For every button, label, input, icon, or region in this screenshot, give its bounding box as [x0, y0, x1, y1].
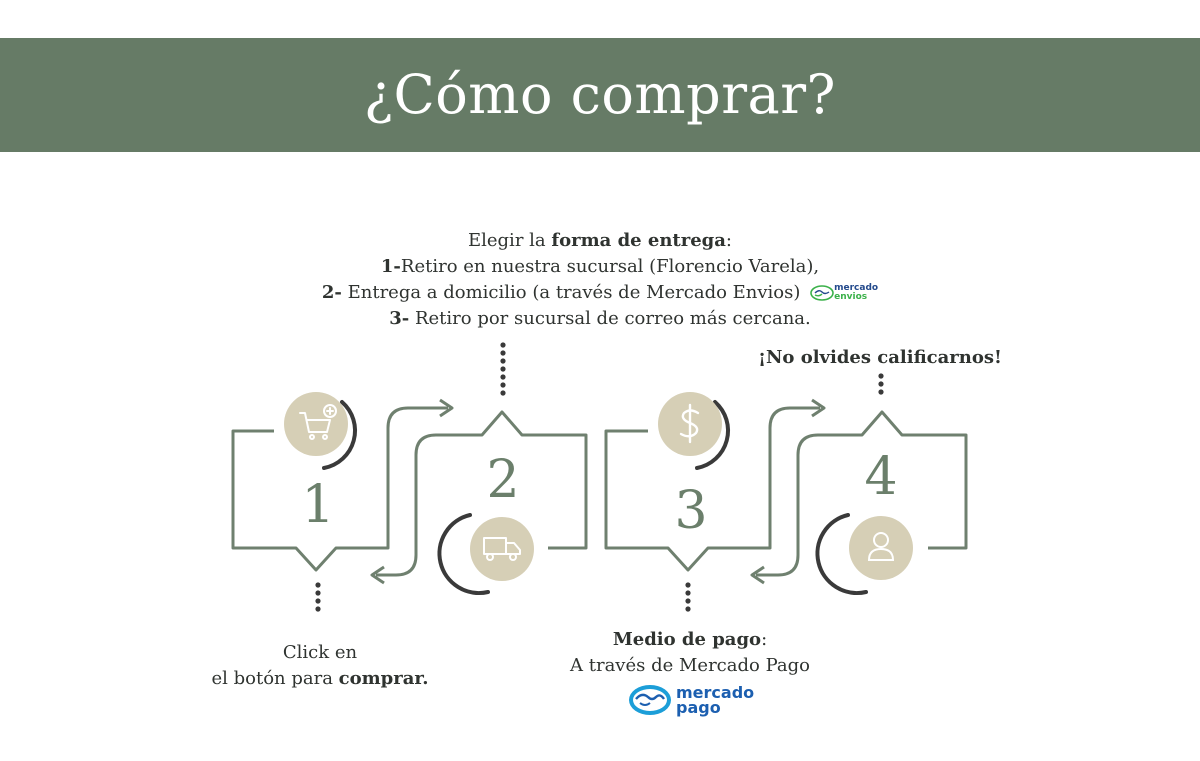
step-3-icon-group — [658, 392, 730, 470]
click-instructions: Click en el botón para comprar. — [160, 640, 480, 692]
arrow-1-to-2-head — [439, 398, 454, 418]
step-1-frame — [231, 429, 390, 572]
page-title: ¿Cómo comprar? — [364, 63, 836, 126]
dots-step-2 — [500, 342, 506, 396]
step-2-arc — [437, 513, 490, 596]
arrow-3-to-4-head — [811, 398, 826, 418]
top-strip — [0, 0, 1200, 38]
step-1-arc — [322, 400, 357, 470]
arrow-4-back — [756, 480, 800, 577]
dots-step-4 — [878, 373, 884, 395]
dots-step-1 — [315, 582, 321, 612]
arrow-3-to-4 — [768, 406, 820, 493]
click-line-2: el botón para comprar. — [211, 668, 429, 689]
user-icon — [867, 532, 895, 561]
handshake-icon — [629, 685, 671, 715]
handshake-icon — [810, 285, 834, 301]
delivery-intro: Elegir la forma de entrega: — [467, 230, 732, 251]
delivery-option-1: 1-Retiro en nuestra sucursal (Florencio … — [380, 256, 820, 277]
step-4-number: 4 — [864, 447, 897, 507]
dots-step-3 — [685, 582, 691, 612]
arrow-4-back-head — [750, 565, 765, 585]
cart-add-icon — [299, 404, 337, 440]
step-1-circle — [284, 392, 348, 456]
step-4-arc — [815, 513, 868, 596]
truck-icon — [483, 537, 521, 561]
step-2-frame — [414, 410, 588, 550]
dollar-icon — [679, 403, 700, 444]
delivery-option-3: 3- Retiro por sucursal de correo más cer… — [389, 308, 811, 329]
delivery-instructions: Elegir la forma de entrega: 1-Retiro en … — [200, 228, 1000, 332]
header-banner: ¿Cómo comprar? — [0, 38, 1200, 152]
delivery-option-2: 2- Entrega a domicilio (a través de Merc… — [321, 282, 879, 303]
step-4-frame — [796, 410, 968, 550]
step-1-icon-group — [284, 392, 357, 470]
arrow-1-to-2 — [386, 406, 448, 493]
step-4-icon-group — [815, 513, 913, 596]
payment-title: Medio de pago: — [612, 629, 768, 650]
payment-instructions: Medio de pago: A través de Mercado Pago — [520, 627, 860, 679]
arrow-2-back — [376, 480, 418, 577]
step-2-circle — [470, 517, 534, 581]
arrow-2-back-head — [370, 565, 385, 585]
step-3-arc — [695, 400, 730, 470]
step-3-frame — [604, 429, 772, 572]
step-1-number: 1 — [301, 475, 334, 535]
rate-us-note: ¡No olvides calificarnos! — [758, 347, 1002, 368]
step-2-icon-group — [437, 513, 534, 596]
step-3-number: 3 — [674, 481, 707, 541]
step-2-number: 2 — [486, 450, 519, 510]
